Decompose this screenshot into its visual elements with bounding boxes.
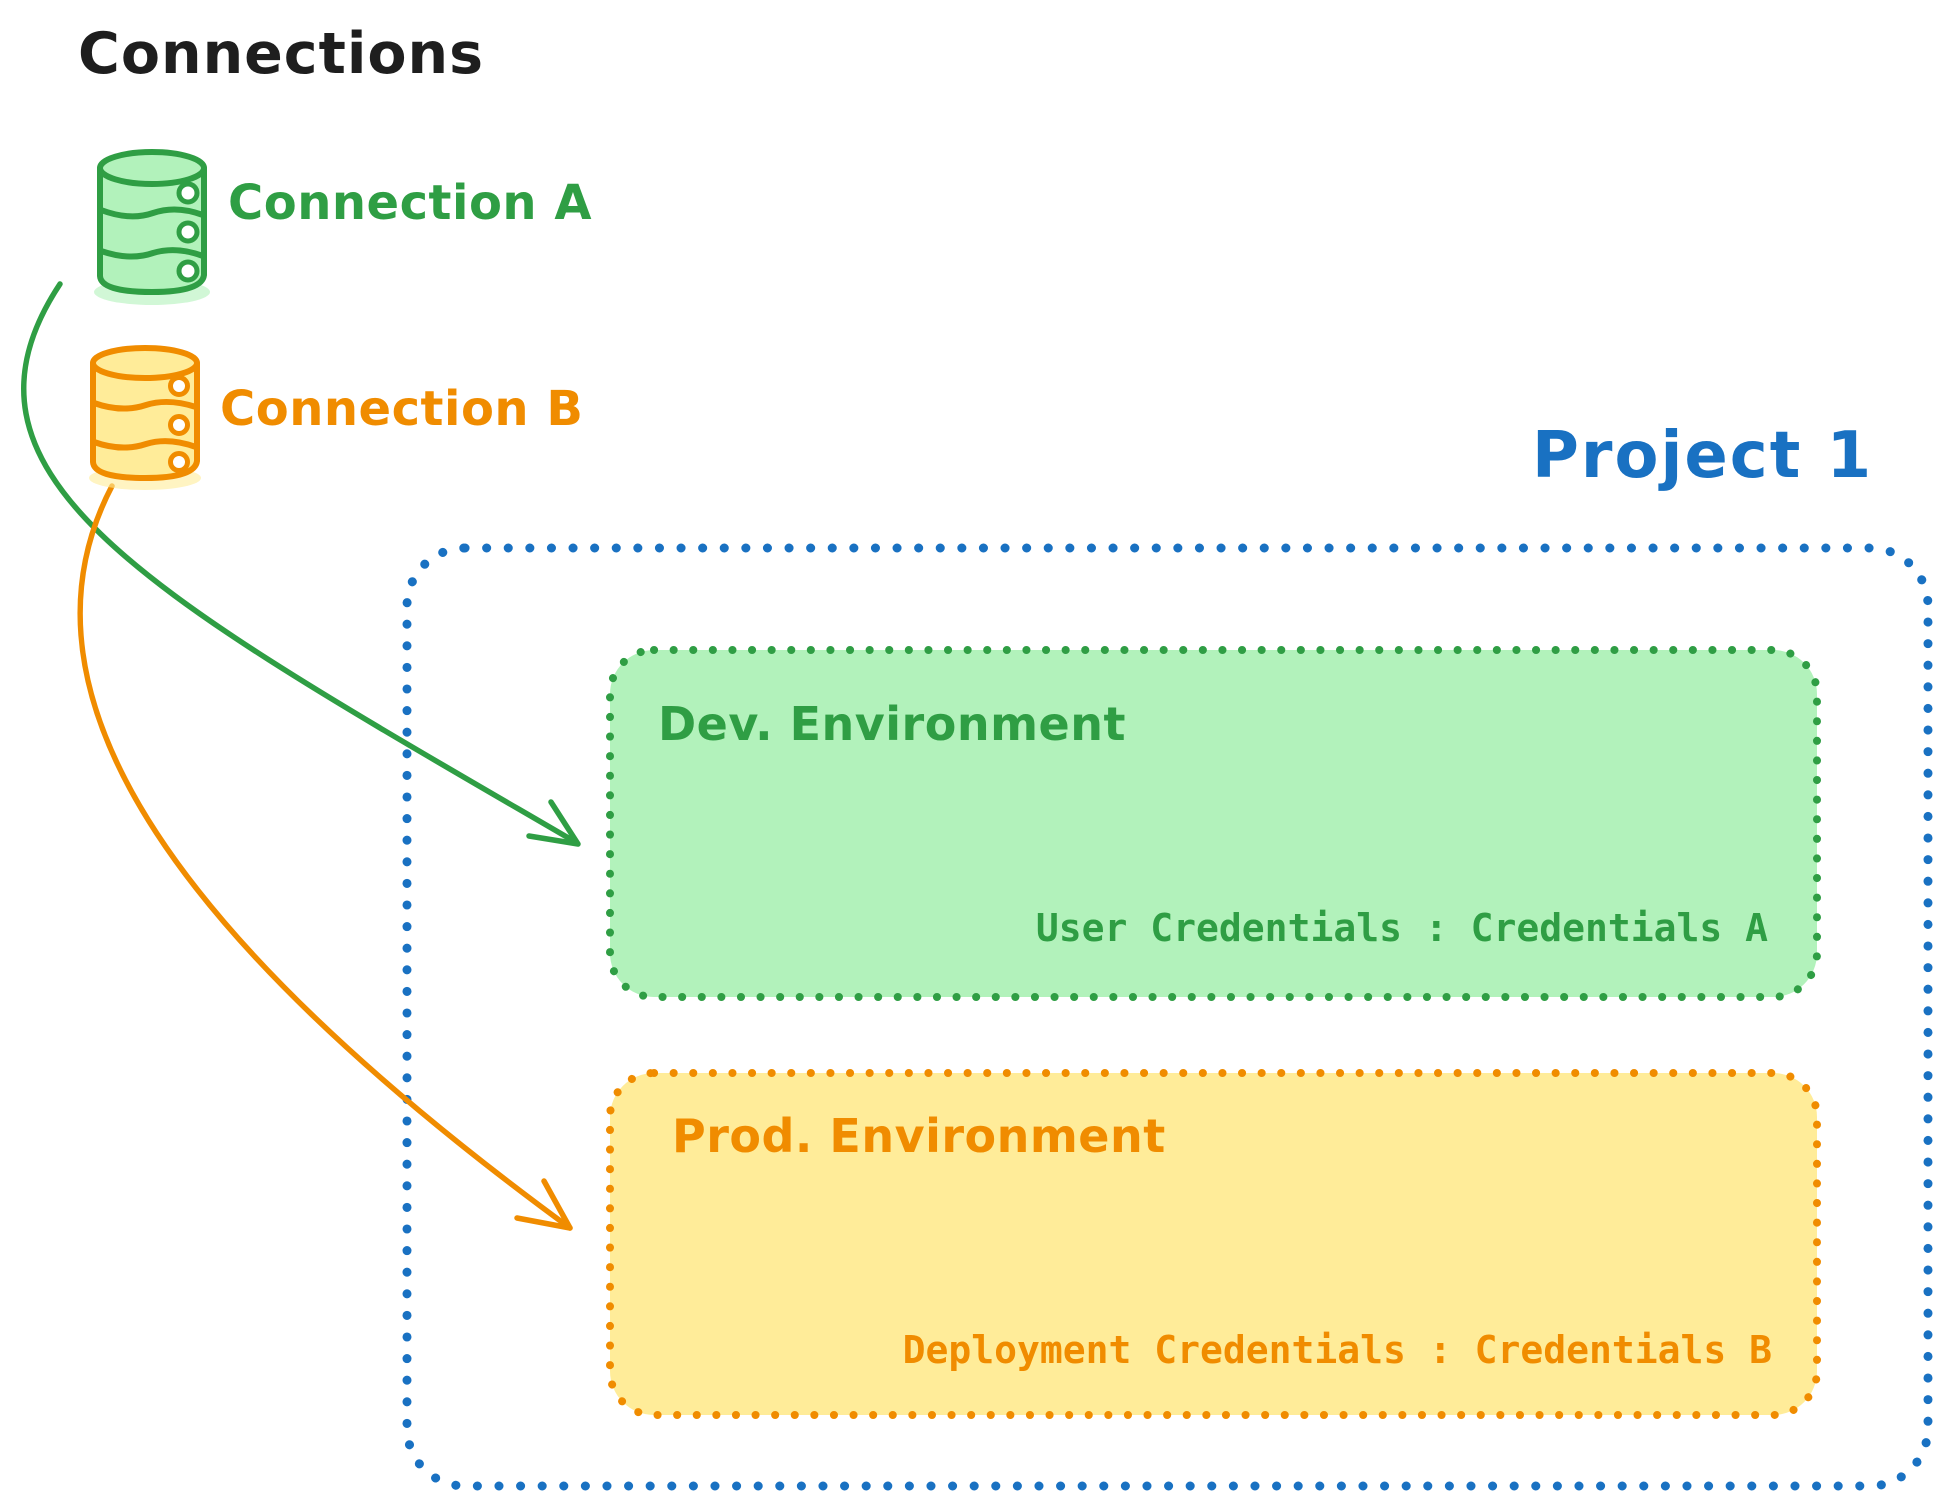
connection-a-database-icon <box>94 149 210 305</box>
prod-environment-box <box>606 1069 1821 1419</box>
connection-a-arrow <box>20 281 581 847</box>
prod-environment-label: Prod. Environment <box>672 1109 1166 1163</box>
dev-environment-credentials: User Credentials : Credentials A <box>1035 906 1768 950</box>
connection-b-arrow <box>77 483 573 1231</box>
connection-b-database-icon <box>89 345 201 490</box>
project-1-title: Project 1 <box>1532 419 1874 493</box>
connection-b-label: Connection B <box>220 381 584 437</box>
dev-environment-label: Dev. Environment <box>658 697 1126 751</box>
connections-title: Connections <box>78 21 485 87</box>
project-1-box <box>402 543 1933 1491</box>
prod-environment-credentials: Deployment Credentials : Credentials B <box>902 1328 1772 1372</box>
connection-a-label: Connection A <box>228 175 592 231</box>
dev-environment-box <box>606 646 1821 1001</box>
